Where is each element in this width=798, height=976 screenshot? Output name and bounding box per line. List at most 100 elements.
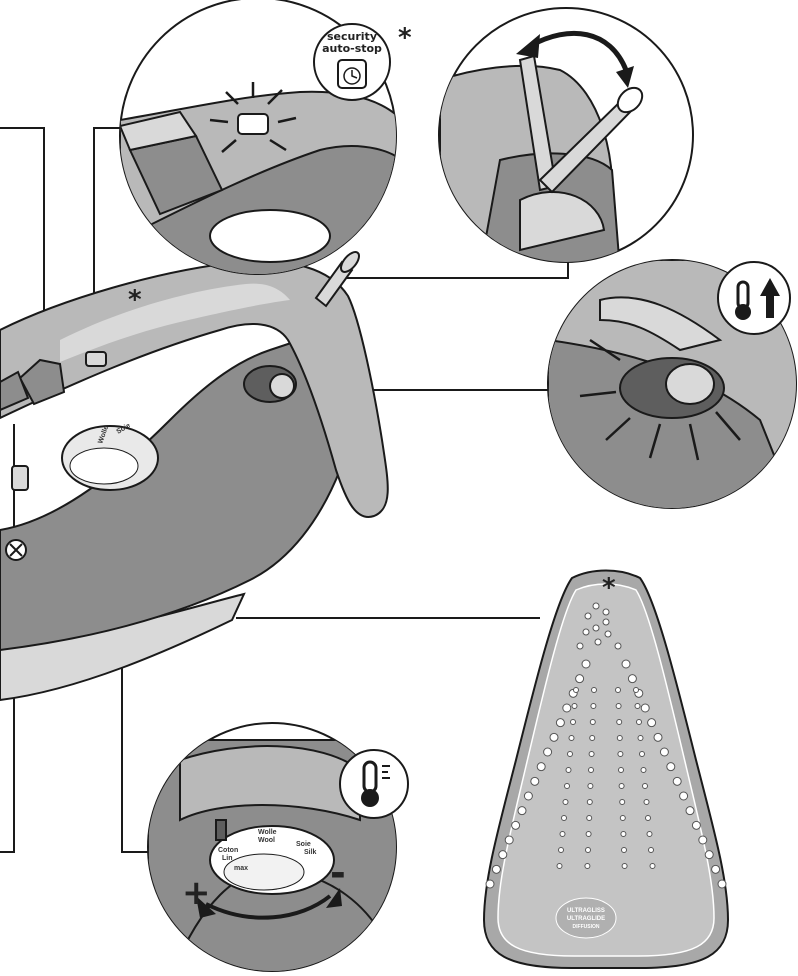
steam-hole	[639, 751, 645, 757]
steam-hole	[586, 799, 593, 805]
soleplate-brand-3: DIFFUSION	[573, 924, 600, 930]
dial-label-coton: Coton	[218, 847, 238, 854]
steam-hole	[567, 751, 573, 757]
steam-hole	[588, 767, 594, 773]
steam-hole	[627, 674, 637, 684]
steam-hole	[571, 703, 578, 709]
steam-hole	[637, 735, 644, 741]
steam-hole	[640, 703, 650, 713]
steam-hole	[615, 703, 622, 709]
steam-hole	[704, 850, 714, 860]
steam-hole	[584, 863, 591, 869]
steam-hole	[587, 783, 594, 789]
auto-stop-label-2: auto-stop	[322, 42, 382, 55]
steam-hole	[491, 864, 501, 874]
steam-hole	[647, 718, 657, 728]
steam-hole	[634, 703, 641, 709]
steam-hole	[698, 835, 708, 845]
steam-hole	[549, 732, 559, 742]
dial-label-max: max	[234, 865, 248, 872]
zoom-dial	[209, 209, 331, 263]
zoom-spray-button	[120, 110, 198, 152]
steam-hole	[685, 806, 695, 816]
steam-hole	[564, 783, 570, 789]
dial-label-lin: Lin	[222, 855, 233, 862]
dial-label-wolle: Wolle	[258, 829, 277, 836]
steam-hole	[679, 791, 689, 801]
steam-hole	[562, 799, 569, 805]
steam-hole	[621, 659, 631, 669]
soleplate-brand-1: ULTRAGLISS	[567, 908, 605, 914]
temp-indicator-light	[269, 373, 295, 399]
steam-hole	[619, 815, 626, 821]
dial-label-soie: Soie	[296, 841, 311, 848]
steam-hole	[575, 674, 585, 684]
steam-hole	[530, 776, 540, 786]
callout-temp-light	[547, 259, 797, 509]
steam-hole	[561, 815, 567, 821]
steam-hole	[604, 630, 612, 638]
turn-arrow-icon	[205, 894, 332, 920]
steam-hole	[645, 815, 651, 821]
zoom-indicator-light	[665, 363, 715, 405]
steam-hole	[659, 747, 669, 757]
iron-body	[0, 251, 389, 702]
steam-hole	[543, 747, 553, 757]
steam-hole	[523, 791, 533, 801]
auto-stop-optional-marker: *	[398, 23, 412, 53]
steam-hole	[649, 863, 656, 869]
callout-anti-calc	[438, 7, 694, 263]
up-arrow-icon	[760, 278, 780, 318]
steam-hole	[717, 879, 727, 889]
steam-hole	[517, 806, 527, 816]
steam-hole	[672, 776, 682, 786]
spray-button	[0, 370, 30, 412]
handle-optional-marker: *	[128, 285, 142, 315]
steam-hole	[581, 659, 591, 669]
dial-label-wool: Wool	[258, 837, 275, 844]
thermostat-badge	[339, 749, 409, 819]
temp-rise-badge	[717, 261, 791, 335]
anti-calc-valve-stem	[314, 260, 354, 308]
auto-stop-label-1: security	[327, 30, 377, 43]
steam-hole	[621, 847, 627, 853]
side-steam-icon	[11, 465, 29, 491]
increase-temp-sign: +	[182, 873, 211, 913]
steam-hole	[640, 767, 647, 773]
steam-hole	[642, 783, 648, 789]
steam-hole	[555, 718, 565, 728]
steam-hole	[582, 628, 590, 636]
steam-hole	[621, 863, 628, 869]
steam-hole	[636, 719, 642, 725]
steam-hole	[570, 719, 576, 725]
steam-hole	[592, 602, 600, 610]
steam-hole	[592, 624, 600, 632]
flash-rays	[209, 82, 297, 153]
steam-hole	[648, 847, 654, 853]
steam-hole	[711, 864, 721, 874]
steam-hole	[620, 831, 627, 837]
steam-hole	[586, 815, 593, 821]
soleplate-optional-marker: *	[602, 573, 616, 603]
steam-hole	[617, 751, 624, 757]
steam-hole	[643, 799, 650, 805]
steam-hole	[633, 687, 639, 693]
steam-hole	[585, 831, 592, 837]
steam-hole	[589, 719, 596, 725]
steam-hole	[585, 847, 591, 853]
soleplate-logo	[555, 897, 617, 939]
soleplate-brand-2: ULTRAGLIDE	[567, 916, 605, 922]
steam-hole	[556, 863, 563, 869]
callout-thermostat: Wolle Wool Soie Silk Coton Lin max + -	[147, 722, 409, 972]
steam-hole	[616, 735, 623, 741]
auto-stop-light	[85, 351, 107, 367]
steam-hole	[573, 687, 579, 693]
steam-hole	[576, 642, 584, 650]
soleplate	[482, 569, 730, 969]
steam-hole	[562, 703, 572, 713]
steam-hole	[619, 799, 626, 805]
steam-hole	[591, 687, 597, 693]
steam-hole	[666, 762, 676, 772]
steam-hole	[558, 847, 564, 853]
